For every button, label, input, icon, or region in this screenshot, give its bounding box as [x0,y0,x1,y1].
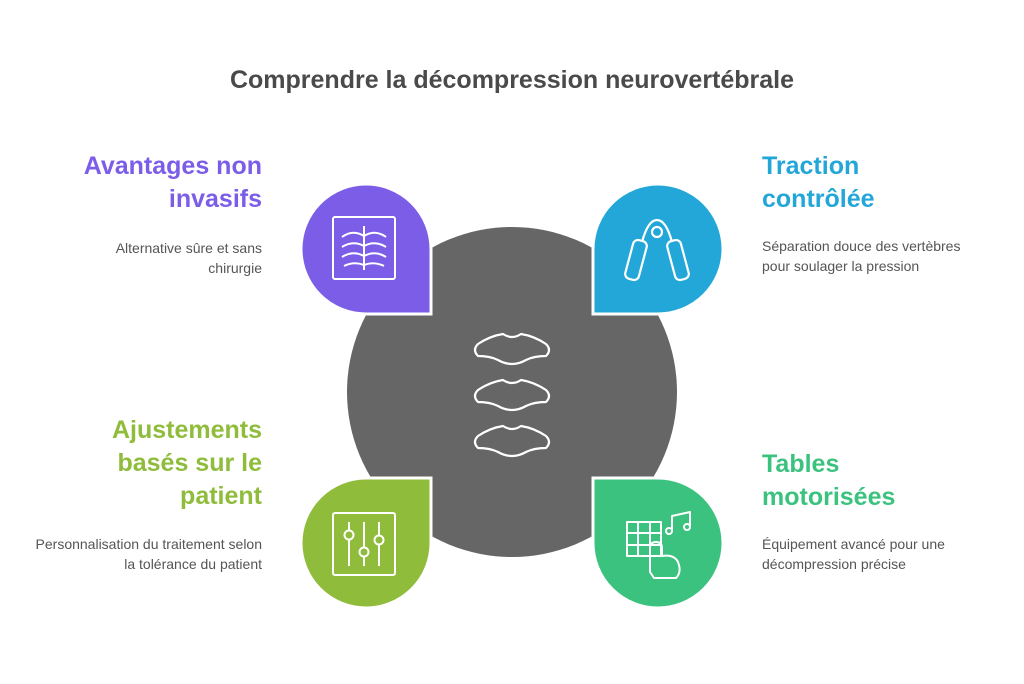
description-ajustements: Personnalisation du traitement selon la … [35,536,262,572]
xray-icon [332,216,396,280]
petal-top-right [591,182,725,316]
description-traction: Séparation douce des vertèbres pour soul… [762,238,961,274]
heading-ajustements: Ajustements basés sur le patient [112,414,262,513]
heading-traction: Traction contrôlée [762,150,875,216]
heading-line: patient [180,482,262,510]
description-avantages: Alternative sûre et sans chirurgie [115,240,262,276]
petal-bottom-left [299,476,433,610]
heading-line: Traction [762,152,860,180]
diagram-title: Comprendre la décompression neurovertébr… [229,66,795,94]
heading-line: basés sur le [117,449,262,477]
heading-tables: Tables motorisées [762,448,895,514]
touch-grid-music-icon [626,511,691,579]
spine-icon [473,332,551,458]
heading-line: Tables [762,450,840,478]
heading-avantages: Avantages non invasifs [84,150,262,216]
description-tables: Équipement avancé pour une décompression… [762,536,945,572]
heading-line: motorisées [762,483,896,511]
heading-line: invasifs [168,185,262,213]
heading-line: Ajustements [111,416,262,444]
sliders-icon [332,512,396,576]
heading-line: contrôlée [762,185,875,213]
hand-gripper-icon [624,218,690,282]
heading-line: Avantages non [83,152,262,180]
petal-top-left [299,182,433,316]
